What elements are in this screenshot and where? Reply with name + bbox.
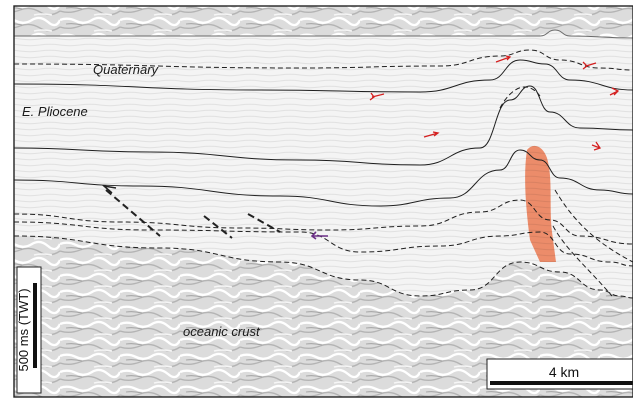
red-arrow-6 xyxy=(591,141,602,151)
red-arrow-1 xyxy=(495,55,512,63)
quaternary-label: Quaternary xyxy=(93,62,160,77)
basal-top-horizon xyxy=(14,221,633,267)
yellow-band-base-horizon xyxy=(14,59,633,93)
diapir-flank-right xyxy=(554,189,633,263)
crust-overlay xyxy=(14,236,633,397)
vertical-scale-label: 500 ms (TWT) xyxy=(16,288,31,371)
red-arrow-4 xyxy=(423,131,440,138)
purple-arrow xyxy=(310,231,328,240)
panel-frame xyxy=(13,5,633,398)
fault-3 xyxy=(247,213,281,233)
red-arrow-5 xyxy=(609,87,620,96)
reflector-stripes xyxy=(14,30,633,298)
fault-2 xyxy=(203,215,233,239)
seafloor-horizon xyxy=(14,29,633,39)
red-arrow-3 xyxy=(369,92,385,101)
quaternary-base-horizon xyxy=(14,49,633,71)
fault-arrow xyxy=(101,184,117,194)
red-arrow-2 xyxy=(582,61,597,70)
dark-green-top-horizon xyxy=(14,149,633,207)
oceanic-crust-label: oceanic crust xyxy=(183,324,261,339)
horizontal-scale-label: 4 km xyxy=(549,364,579,380)
pliocene-base-horizon xyxy=(14,85,633,166)
diapir-flank-deep xyxy=(552,225,613,297)
fault-1 xyxy=(105,189,161,237)
pliocene-label: E. Pliocene xyxy=(22,104,88,119)
crust-top-horizon xyxy=(14,235,633,299)
